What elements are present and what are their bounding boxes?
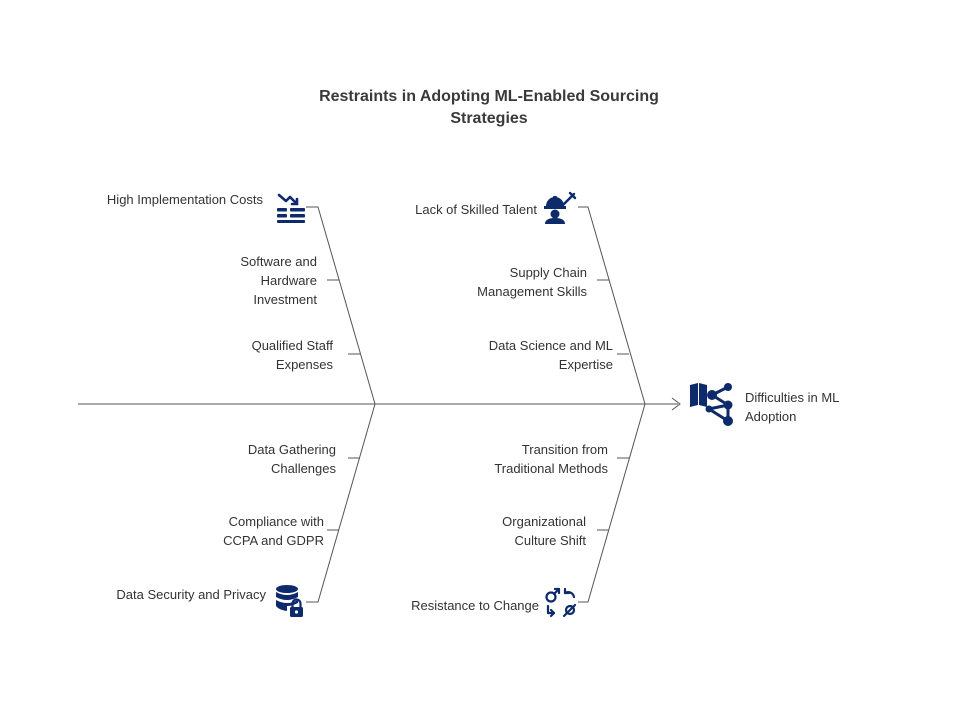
cause-heading-talent: Lack of Skilled Talent	[415, 202, 537, 217]
cause-item-culture-shift: Organizational Culture Shift	[502, 514, 586, 548]
change-arrows-icon	[545, 587, 577, 618]
cost-decrease-icon	[277, 193, 305, 223]
cause-item-data-gathering: Data Gathering Challenges	[247, 442, 336, 476]
cause-item-staff-expenses: Qualified Staff Expenses	[251, 338, 333, 372]
book-network-icon	[690, 383, 733, 426]
bone-top-left	[306, 206, 376, 405]
cause-item-data-science: Data Science and ML Expertise	[488, 338, 613, 372]
cause-item-supply-chain: Supply Chain Management Skills	[477, 265, 587, 299]
cause-item-ccpa-gdpr: Compliance with CCPA and GDPR	[223, 514, 324, 548]
database-lock-icon	[276, 585, 303, 617]
cause-item-software-hardware: Software and Hardware Investment	[240, 254, 317, 307]
diagram-title: Restraints in Adopting ML-Enabled Sourci…	[319, 88, 659, 127]
spine-arrowhead	[671, 397, 681, 411]
cause-heading-security: Data Security and Privacy	[116, 587, 266, 602]
cause-heading-costs: High Implementation Costs	[106, 192, 263, 207]
bone-bottom-right	[578, 403, 646, 603]
bone-bottom-left	[306, 403, 376, 603]
cause-item-transition: Transition from Traditional Methods	[494, 442, 608, 476]
cause-heading-resistance: Resistance to Change	[411, 598, 539, 613]
bone-top-right	[578, 206, 646, 405]
skilled-worker-icon	[544, 191, 577, 224]
effect-label: Difficulties in ML Adoption	[745, 390, 839, 424]
